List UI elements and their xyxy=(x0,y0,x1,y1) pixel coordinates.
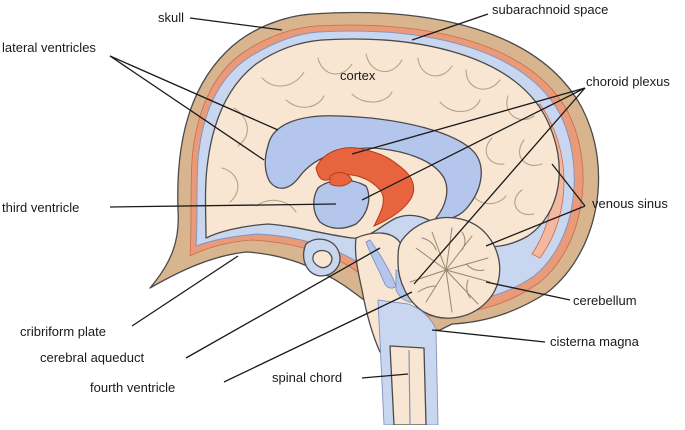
label-lateral-ventricles: lateral ventricles xyxy=(2,40,96,55)
label-cortex: cortex xyxy=(340,68,376,83)
lateral-ventricle xyxy=(264,115,482,220)
cerebellum xyxy=(397,216,501,319)
spinal-cord xyxy=(389,345,427,426)
label-choroid-plexus: choroid plexus xyxy=(586,74,670,89)
label-cerebellum: cerebellum xyxy=(573,293,637,308)
central-canal xyxy=(408,349,411,426)
third-ventricle xyxy=(313,179,370,229)
label-cerebral-aqueduct: cerebral aqueduct xyxy=(40,350,144,365)
label-cisterna-magna: cisterna magna xyxy=(550,334,640,349)
label-subarachnoid-space: subarachnoid space xyxy=(492,2,608,17)
choroid-plexus-third xyxy=(329,172,353,187)
label-spinal-chord: spinal chord xyxy=(272,370,342,385)
leader-lines xyxy=(109,13,586,383)
label-fourth-ventricle: fourth ventricle xyxy=(90,380,175,395)
cortex-gyri xyxy=(221,53,543,216)
pituitary xyxy=(312,249,333,269)
label-skull: skull xyxy=(158,10,184,25)
label-venous-sinus: venous sinus xyxy=(592,196,668,211)
label-third-ventricle: third ventricle xyxy=(2,200,79,215)
label-cribriform-plate: cribriform plate xyxy=(20,324,106,339)
cerebellum-folia xyxy=(409,227,491,313)
